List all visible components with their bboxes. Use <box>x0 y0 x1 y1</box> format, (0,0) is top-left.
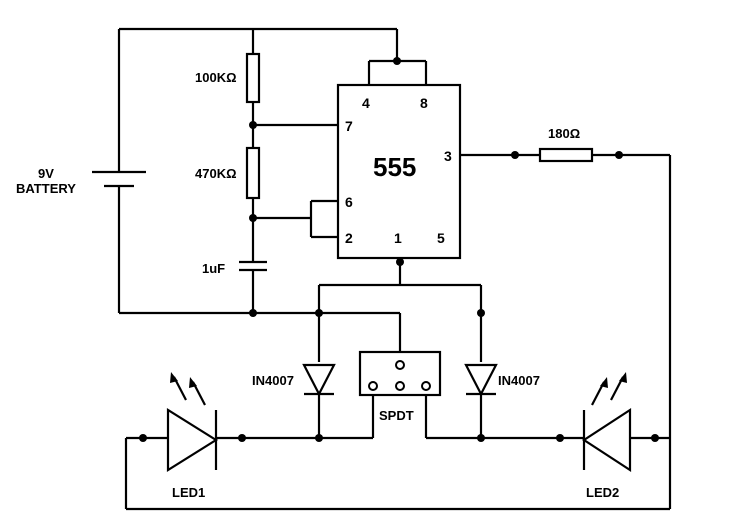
led2: LED2 <box>581 372 632 500</box>
led1: LED1 <box>166 372 219 500</box>
resistor-470k-label: 470KΩ <box>195 166 237 181</box>
resistor-100k: 100KΩ <box>195 52 261 104</box>
capacitor: 1uF <box>202 260 267 276</box>
switch-right-terminal <box>421 381 431 391</box>
switch-middle-terminal <box>395 381 405 391</box>
battery-name-label: BATTERY <box>16 181 76 196</box>
pin-6-label: 6 <box>345 194 353 210</box>
pin-4-label: 4 <box>362 95 370 111</box>
battery: 9V BATTERY <box>16 166 146 196</box>
capacitor-label: 1uF <box>202 261 225 276</box>
ic-555: 555 4 8 7 3 6 2 1 5 <box>336 83 462 260</box>
diode-right-label: IN4007 <box>498 373 540 388</box>
resistor-180-label: 180Ω <box>548 126 580 141</box>
switch-common-terminal <box>395 360 405 370</box>
led1-label: LED1 <box>172 485 205 500</box>
ic-name: 555 <box>373 152 416 182</box>
resistor-470k: 470KΩ <box>195 146 261 200</box>
diode-left: IN4007 <box>252 363 336 397</box>
junction-dots <box>139 57 659 442</box>
pin-2-label: 2 <box>345 230 353 246</box>
led2-light-arrows <box>591 372 627 406</box>
switch-label: SPDT <box>379 408 414 423</box>
pin-5-label: 5 <box>437 230 445 246</box>
pin-3-label: 3 <box>444 148 452 164</box>
wires <box>117 27 672 511</box>
pin-1-label: 1 <box>394 230 402 246</box>
diode-left-label: IN4007 <box>252 373 294 388</box>
resistor-180: 180Ω <box>538 126 594 163</box>
diode-right: IN4007 <box>464 363 540 397</box>
battery-voltage-label: 9V <box>38 166 54 181</box>
pin-7-label: 7 <box>345 118 353 134</box>
switch-left-terminal <box>368 381 378 391</box>
ic-body <box>336 83 462 260</box>
resistor-100k-label: 100KΩ <box>195 70 237 85</box>
led1-light-arrows <box>170 372 206 406</box>
pin-8-label: 8 <box>420 95 428 111</box>
led2-label: LED2 <box>586 485 619 500</box>
spdt-switch: SPDT <box>358 350 442 423</box>
